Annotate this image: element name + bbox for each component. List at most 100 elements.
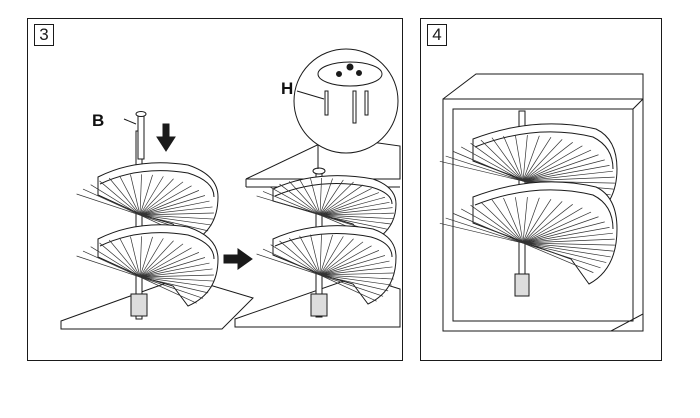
basket-wire (82, 188, 141, 216)
basket-wire (491, 199, 524, 244)
basket-wire (522, 221, 605, 244)
basket-wire (76, 255, 141, 278)
basket-wire (319, 238, 354, 276)
basket-wire (522, 204, 573, 244)
basket-wire (139, 185, 192, 216)
basket-wire (522, 242, 611, 258)
basket-wire (76, 193, 141, 216)
step-3-panel: 3 (27, 18, 403, 361)
basket-wire (139, 214, 212, 226)
pole-base (514, 273, 530, 297)
basket-wire (139, 200, 210, 216)
step-4-panel: 4 (420, 18, 662, 361)
basket-wire (522, 154, 599, 182)
basket-wire (99, 180, 141, 216)
basket-wire (108, 239, 141, 278)
basket-wire (522, 149, 592, 182)
basket-wire (130, 236, 141, 278)
basket-wire (319, 178, 333, 216)
step-number-4: 4 (427, 24, 447, 46)
cabinet-front-opening (442, 98, 644, 332)
basket-wire (522, 227, 610, 244)
basket-wire (82, 250, 141, 278)
basket-wire (310, 234, 321, 276)
basket-wire (139, 190, 200, 216)
basket-wire (108, 177, 141, 216)
basket-wire (522, 201, 563, 244)
basket-wire (522, 197, 540, 244)
basket-wire (139, 274, 214, 278)
basket-wire (139, 236, 153, 278)
basket-wire (515, 197, 524, 244)
basket-wire (445, 217, 524, 244)
basket-wire (522, 139, 563, 182)
basket-wire (515, 135, 524, 182)
arrow-right-icon (223, 248, 253, 270)
basket-wire (319, 214, 389, 230)
basket-wire (288, 237, 321, 276)
pole-base-right (310, 293, 328, 317)
basket-wire (522, 145, 583, 182)
basket-wire (319, 274, 394, 280)
basket-wire (139, 206, 213, 216)
basket-wire (139, 276, 197, 304)
arrow-down-icon (156, 123, 176, 152)
step-3-illustration (60, 48, 401, 330)
basket-wire (522, 207, 583, 244)
basket-wire (319, 266, 393, 276)
basket-wire (319, 184, 364, 216)
basket-wire (522, 211, 592, 244)
basket-wire (452, 212, 524, 244)
basket-wire (319, 274, 392, 286)
basket-wire (522, 159, 605, 182)
basket-wire (439, 222, 524, 244)
basket-wire (256, 195, 321, 216)
basket-wire (319, 214, 392, 225)
basket-wire (522, 232, 613, 244)
basket-wire (139, 195, 206, 216)
basket-wire (139, 276, 209, 294)
basket-wire (256, 253, 321, 276)
basket-wire (319, 177, 322, 216)
basket-wire (319, 250, 380, 276)
basket-wire (139, 174, 153, 216)
basket-wire (319, 245, 372, 276)
pole-top-plate (317, 61, 383, 87)
basket-wire (299, 235, 321, 276)
basket-wire (139, 262, 210, 278)
basket-wire (522, 165, 610, 182)
basket-wire (319, 196, 386, 216)
basket-wire (270, 187, 321, 216)
basket-wire (139, 236, 142, 278)
basket-wire (319, 207, 393, 216)
basket-wire (139, 174, 142, 216)
basket-wire (139, 176, 164, 216)
basket-wire (319, 260, 390, 276)
pole-base-left (130, 293, 148, 317)
basket-wire (470, 204, 524, 244)
basket-wire (522, 242, 607, 263)
basket-wire (139, 252, 200, 278)
basket-wire (262, 248, 321, 276)
basket-wire (319, 181, 354, 216)
basket-wire (319, 214, 394, 220)
screw-b (137, 113, 145, 160)
basket-wire (139, 276, 214, 282)
basket-wire (139, 178, 174, 216)
basket-wire (439, 160, 524, 182)
basket-wire (99, 242, 141, 278)
basket-wire (319, 255, 386, 276)
basket-wire (139, 214, 209, 232)
basket-wire (270, 244, 321, 276)
basket-wire (279, 240, 321, 276)
basket-wire (319, 274, 389, 292)
basket-wire (139, 276, 204, 299)
basket-wire (139, 240, 174, 278)
basket-wire (480, 201, 524, 244)
basket-wire (139, 238, 164, 278)
basket-wire (139, 247, 192, 278)
basket-wire (119, 175, 141, 216)
basket-wire (319, 234, 333, 276)
basket-wire (522, 135, 540, 182)
basket-wire (461, 208, 524, 244)
